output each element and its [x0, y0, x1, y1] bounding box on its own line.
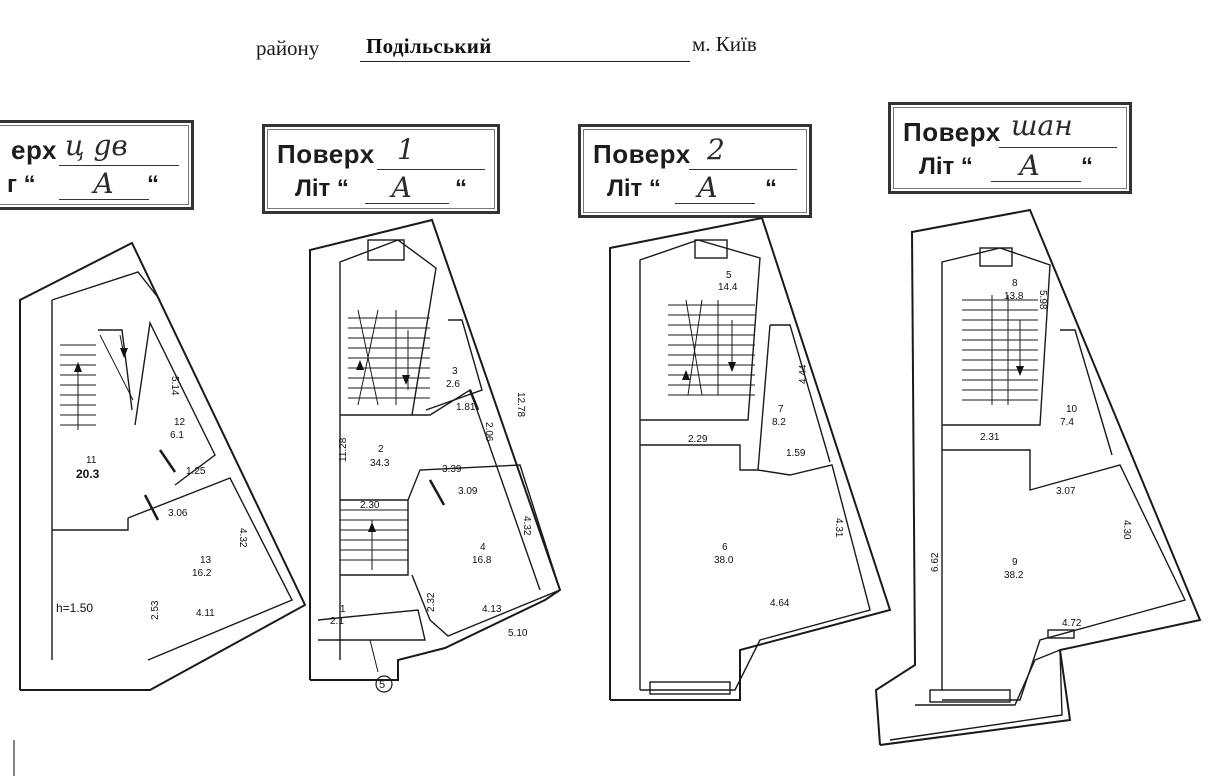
dimension: 4.32 — [521, 516, 532, 536]
city-name: м. Київ — [692, 32, 757, 56]
stamp-floor-label: Поверх — [903, 117, 1001, 147]
room-area: 34.3 — [370, 458, 390, 469]
stamp-floor-label: Поверх — [593, 139, 691, 169]
dimension: 4.31 — [833, 518, 844, 538]
room-area: 38.0 — [714, 555, 734, 566]
height-note: h=1.50 — [56, 601, 93, 615]
room-number: 4 — [480, 542, 486, 553]
room-number: 9 — [1012, 557, 1018, 568]
room-number: 13 — [200, 555, 212, 566]
room-area: 7.4 — [1060, 417, 1074, 428]
room-number: 8 — [1012, 278, 1018, 289]
room-area: 2.1 — [330, 616, 344, 627]
dimension: 2.06 — [483, 422, 494, 442]
dimension: 3.07 — [1056, 486, 1076, 497]
stamp-attic: Поверх шан Літ “ А “ — [888, 102, 1132, 194]
dimension: 3.39 — [442, 464, 462, 475]
stamp-floor-label: Поверх — [277, 139, 375, 169]
stamp-lit-close: “ — [1081, 153, 1093, 180]
stamp-lit-label: Літ “ — [607, 175, 661, 202]
dimension: 2.29 — [688, 434, 708, 445]
stamp-lit-value: А — [697, 171, 719, 204]
room-area: 14.4 — [718, 282, 738, 293]
dimension: 2.31 — [980, 432, 1000, 443]
stamp-floor-label: ерх — [11, 135, 57, 165]
stamp-lit-value: А — [391, 171, 413, 204]
document-header: району Подільський м. Київ — [0, 28, 1227, 68]
district-underline — [360, 61, 690, 62]
stamp-lit-label: г “ — [7, 171, 36, 198]
room-area: 2.6 — [446, 379, 460, 390]
room-area: 8.2 — [772, 417, 786, 428]
attic-plan — [874, 208, 1202, 746]
room-area: 13.8 — [1004, 291, 1024, 302]
dimension: 4.64 — [770, 598, 790, 609]
room-number: 2 — [378, 444, 384, 455]
dimension: 4.44 — [798, 364, 809, 384]
dimension: 5.10 — [508, 628, 528, 639]
dimension: 2.30 — [360, 500, 380, 511]
district-name: Подільський — [366, 34, 492, 58]
dimension: 1.25 — [186, 466, 206, 477]
room-area: 6.1 — [170, 430, 184, 441]
dimension: 4.72 — [1062, 618, 1082, 629]
stamp-lit-close: “ — [455, 175, 467, 202]
stamp-lit-value: А — [1019, 149, 1041, 182]
axis-mark: 5 — [379, 679, 385, 691]
stamp-floor-value: шан — [1011, 109, 1073, 142]
stamp-lit-value: А — [93, 167, 115, 200]
room-area: 38.2 — [1004, 570, 1024, 581]
stamp-basement: ерх ц gв г “ А “ — [0, 120, 194, 210]
room-number: 6 — [722, 542, 728, 553]
dimension: 2.53 — [150, 600, 161, 620]
floor2-plan — [609, 216, 892, 701]
dimension: 12.78 — [515, 392, 526, 417]
dimension: 3.09 — [458, 486, 478, 497]
dimension: 3.06 — [168, 508, 188, 519]
stamp-floor-value: 2 — [707, 133, 725, 166]
room-number: 11 — [86, 455, 97, 466]
dimension: 2.32 — [426, 592, 437, 612]
room-area: 16.2 — [192, 568, 212, 579]
room-number: 1 — [340, 604, 346, 615]
room-area: 20.3 — [76, 467, 100, 481]
stamp-lit-label: Літ “ — [295, 175, 349, 202]
district-word: району — [256, 36, 320, 60]
dimension: 4.32 — [237, 528, 248, 548]
stamp-floor-value: ц gв — [65, 129, 128, 162]
room-number: 12 — [174, 417, 186, 428]
dimension: 5.98 — [1037, 290, 1048, 310]
dimension: 5.14 — [169, 376, 180, 396]
room-number: 7 — [778, 404, 784, 415]
room-area: 16.8 — [472, 555, 492, 566]
stamp-lit-close: “ — [765, 175, 777, 202]
dimension: 4.13 — [482, 604, 502, 615]
stamp-lit-close: “ — [147, 171, 159, 198]
room-number: 3 — [452, 366, 458, 377]
dimension: 6.62 — [930, 552, 941, 572]
dimension: 1.59 — [786, 448, 806, 459]
stamp-floor-2: Поверх 2 Літ “ А “ — [578, 124, 812, 218]
room-number: 5 — [726, 270, 732, 281]
floor1-plan — [309, 218, 562, 693]
room-number: 10 — [1066, 404, 1078, 415]
stamp-floor-1: Поверх 1 Літ “ А “ — [262, 124, 500, 214]
dimension: 1.81 — [456, 402, 476, 413]
stamp-lit-label: Літ “ — [919, 153, 973, 180]
dimension: 4.11 — [196, 608, 215, 619]
stamp-floor-value: 1 — [397, 133, 415, 166]
dimension: 4.30 — [1121, 520, 1132, 540]
dimension: 11.28 — [338, 437, 349, 462]
basement-plan — [19, 241, 307, 691]
